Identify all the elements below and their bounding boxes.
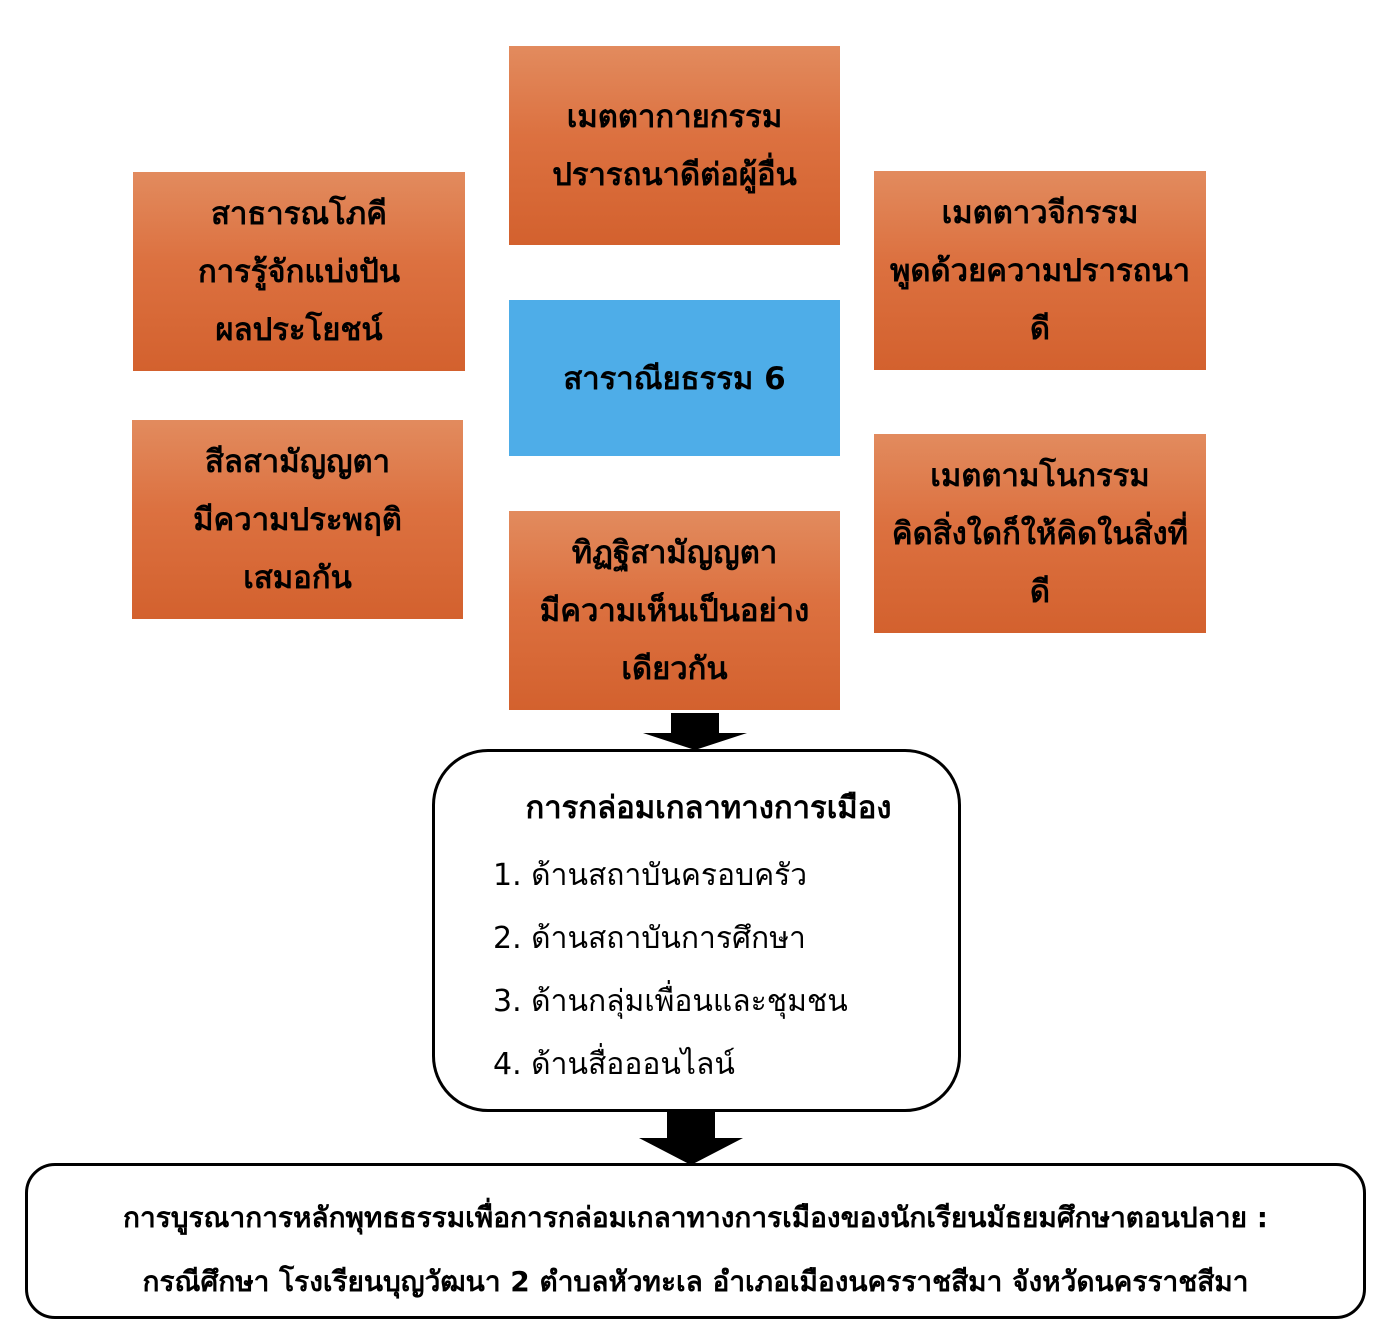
box-line: ทิฏฐิสามัญญตา	[571, 534, 778, 571]
political-socialization-title: การกล่อมเกลาทางการเมือง	[525, 790, 892, 826]
list-item: 1. ด้านสถาบันครอบครัว	[493, 858, 808, 893]
box-line: คิดสิ่งใดก็ให้คิดในสิ่งที่	[891, 515, 1189, 552]
box-line: การรู้จักแบ่งปัน	[197, 253, 401, 290]
box-line: เมตตาวจีกรรม	[941, 194, 1139, 231]
box-line: มีความประพฤติ	[193, 501, 402, 538]
box-line: เมตตากายกรรม	[566, 98, 783, 135]
box-line: เมตตามโนกรรม	[930, 457, 1150, 494]
box-line: ดี	[1029, 310, 1051, 347]
list-item: 2. ด้านสถาบันการศึกษา	[493, 921, 806, 956]
box-line: สีลสามัญญตา	[204, 443, 391, 480]
down-arrow-icon	[643, 713, 747, 750]
center-box-saraniyadhamma: สาราณียธรรม 6	[509, 300, 840, 456]
box-ditthi-samannata: ทิฏฐิสามัญญตา มีความเห็นเป็นอย่าง เดียวก…	[509, 511, 840, 710]
down-arrow-icon	[639, 1110, 743, 1165]
box-line: ปรารถนาดีต่อผู้อื่น	[552, 156, 797, 193]
box-line: เสมอกัน	[243, 559, 352, 596]
box-sila-samannata: สีลสามัญญตา มีความประพฤติ เสมอกัน	[132, 420, 463, 619]
box-line: สาธารณโภคี	[211, 195, 387, 232]
center-label: สาราณียธรรม 6	[563, 361, 786, 397]
box-sadharana-bhogi: สาธารณโภคี การรู้จักแบ่งปัน ผลประโยชน์	[133, 172, 465, 371]
research-title-line-2: กรณีศึกษา โรงเรียนบุญวัฒนา 2 ตำบลหัวทะเล…	[142, 1265, 1249, 1298]
list-item: 4. ด้านสื่อออนไลน์	[493, 1047, 735, 1082]
box-metta-mano-kamma: เมตตามโนกรรม คิดสิ่งใดก็ให้คิดในสิ่งที่ …	[874, 434, 1206, 633]
box-line: พูดด้วยความปรารถนา	[889, 252, 1190, 289]
box-metta-kaya-kamma: เมตตากายกรรม ปรารถนาดีต่อผู้อื่น	[509, 46, 840, 245]
socialization-list: 1. ด้านสถาบันครอบครัว 2. ด้านสถาบันการศึ…	[493, 844, 848, 1096]
research-title-box: การบูรณาการหลักพุทธธรรมเพื่อการกล่อมเกลา…	[25, 1163, 1366, 1319]
political-socialization-box: การกล่อมเกลาทางการเมือง 1. ด้านสถาบันครอ…	[432, 749, 961, 1112]
list-item: 3. ด้านกลุ่มเพื่อนและชุมชน	[493, 984, 848, 1019]
box-line: มีความเห็นเป็นอย่าง	[539, 592, 810, 629]
box-line: ผลประโยชน์	[215, 311, 383, 348]
box-line: เดียวกัน	[621, 650, 728, 687]
research-title-line-1: การบูรณาการหลักพุทธธรรมเพื่อการกล่อมเกลา…	[123, 1201, 1268, 1234]
box-metta-vaci-kamma: เมตตาวจีกรรม พูดด้วยความปรารถนา ดี	[874, 171, 1206, 370]
box-line: ดี	[1029, 573, 1051, 610]
